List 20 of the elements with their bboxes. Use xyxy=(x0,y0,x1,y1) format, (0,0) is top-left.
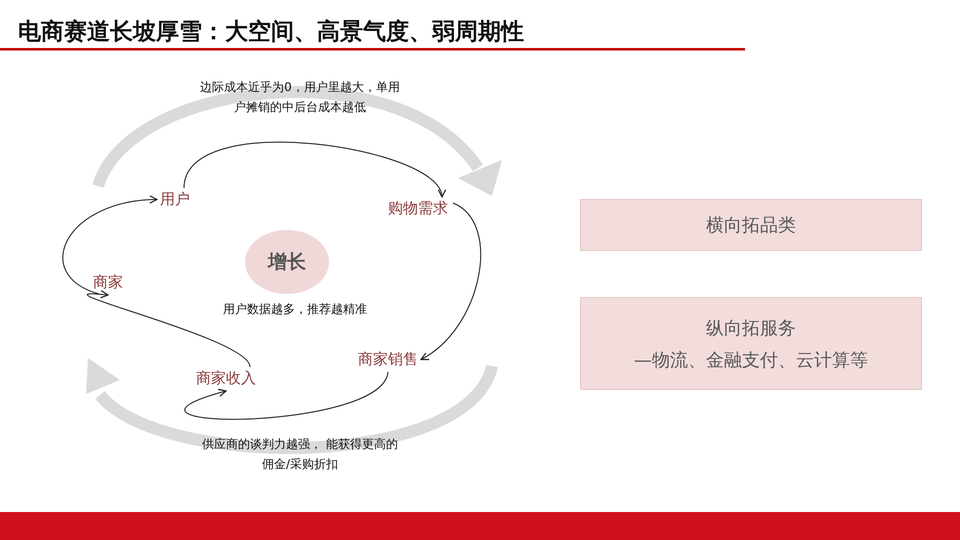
node-label: 用户 xyxy=(160,190,190,209)
info-box xyxy=(580,199,922,251)
curved-arrow xyxy=(420,202,481,360)
info-box xyxy=(580,297,922,390)
curved-arrow xyxy=(62,196,158,294)
curved-arrow xyxy=(184,142,444,198)
annotation-text: 用户数据越多，推荐越精准 xyxy=(222,301,368,318)
node-label: 商家 xyxy=(93,273,123,292)
ellipse-label: 增长 xyxy=(268,250,306,275)
annotation-text: 边际成本近乎为0，用户里越大，单用户摊销的中后台成本越低 xyxy=(200,79,400,116)
slide-title: 电商赛道长坡厚雪：大空间、高景气度、弱周期性 xyxy=(18,18,524,47)
box-text: —物流、金融支付、云计算等 xyxy=(634,348,868,372)
node-label: 商家收入 xyxy=(196,369,256,388)
box-text: 横向拓品类 xyxy=(706,214,796,237)
curved-arrow xyxy=(86,290,250,368)
node-label: 商家销售 xyxy=(358,350,418,369)
node-label: 购物需求 xyxy=(388,199,448,218)
annotation-text: 供应商的谈判力越强， 能获得更高的佣金/采购折扣 xyxy=(201,436,399,473)
curved-arrow xyxy=(185,372,388,420)
box-text: 纵向拓服务 xyxy=(706,316,796,340)
